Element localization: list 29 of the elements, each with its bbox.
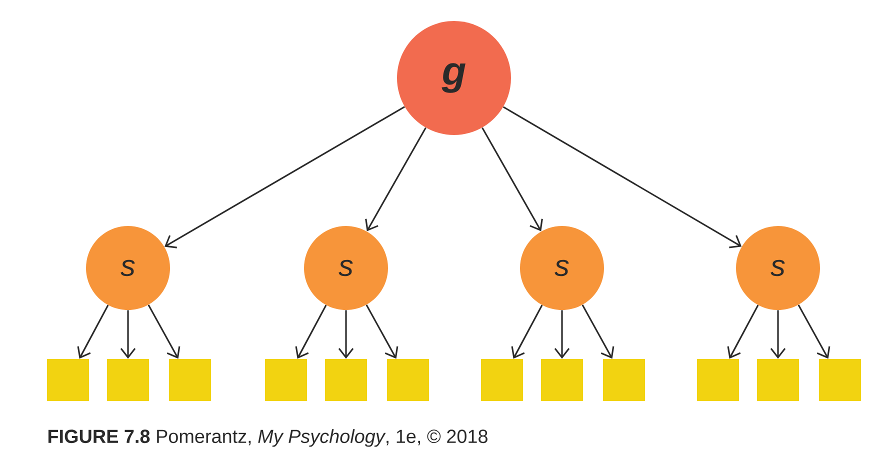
figure-caption: FIGURE 7.8 Pomerantz, My Psychology, 1e, © 2018 [48,429,488,447]
square-box [481,359,523,401]
square-box [107,359,149,401]
square-box [757,359,799,401]
arrow [366,304,398,359]
arrow [511,304,543,359]
arrow [770,310,786,359]
square-box [387,359,429,401]
arrow [365,127,426,232]
square-box [265,359,307,401]
square-box [169,359,211,401]
arrow [295,304,327,359]
square-box [697,359,739,401]
square-box [325,359,367,401]
arrow [582,304,614,359]
arrow [727,304,759,359]
square-box [603,359,645,401]
arrow [120,310,136,359]
square-box [47,359,89,401]
arrow [148,304,180,359]
arrow [502,106,742,248]
arrow [554,310,570,359]
arrow [338,310,354,359]
square-box [819,359,861,401]
arrow [798,304,830,359]
arrow [164,106,405,248]
square-box [541,359,583,401]
arrow [482,127,543,232]
arrow [77,304,109,359]
